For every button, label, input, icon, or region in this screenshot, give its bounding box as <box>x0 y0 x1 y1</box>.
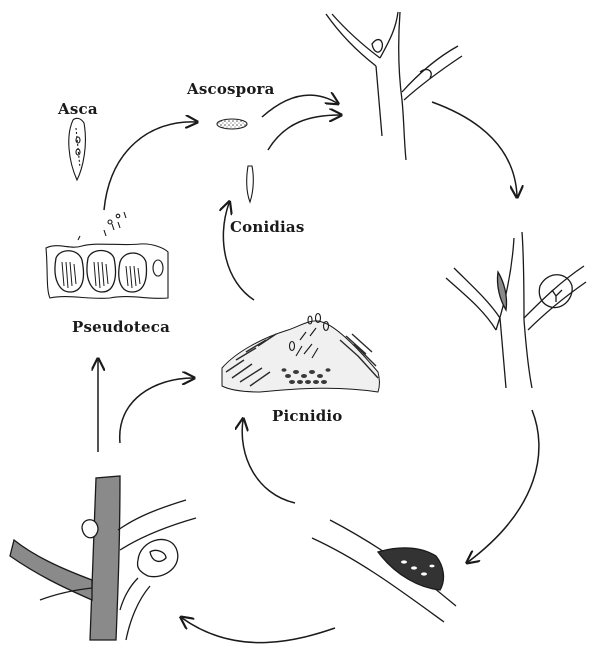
pycnidium-icon <box>222 314 380 393</box>
label-ascospora: Ascospora <box>187 80 275 98</box>
arrow-twig-to-picnidio <box>120 378 193 443</box>
arrow-ascospora-to-branch <box>262 95 337 117</box>
ascospore-icon <box>217 119 247 129</box>
arrow-lesion-to-picnidio <box>242 420 295 503</box>
stem-lesion-icon <box>312 520 456 622</box>
arrow-lesion-to-twig <box>182 618 335 643</box>
asca-icon <box>69 118 86 180</box>
twig-overwintering-icon <box>10 476 196 640</box>
branch-infected-icon <box>326 12 462 160</box>
arrow-pseudoteca-to-ascospora <box>104 122 196 210</box>
arrow-conidias-to-branch <box>268 115 340 150</box>
arrow-branch-to-canker <box>432 102 517 196</box>
branch-canker-icon <box>446 232 586 388</box>
label-conidias: Conidias <box>230 218 305 236</box>
label-pseudoteca: Pseudoteca <box>72 318 170 336</box>
conidium-icon <box>247 166 254 202</box>
arrow-canker-to-lesion <box>468 410 539 562</box>
pseudothecium-icon <box>46 212 168 298</box>
label-picnidio: Picnidio <box>272 407 343 425</box>
label-asca: Asca <box>58 100 98 118</box>
